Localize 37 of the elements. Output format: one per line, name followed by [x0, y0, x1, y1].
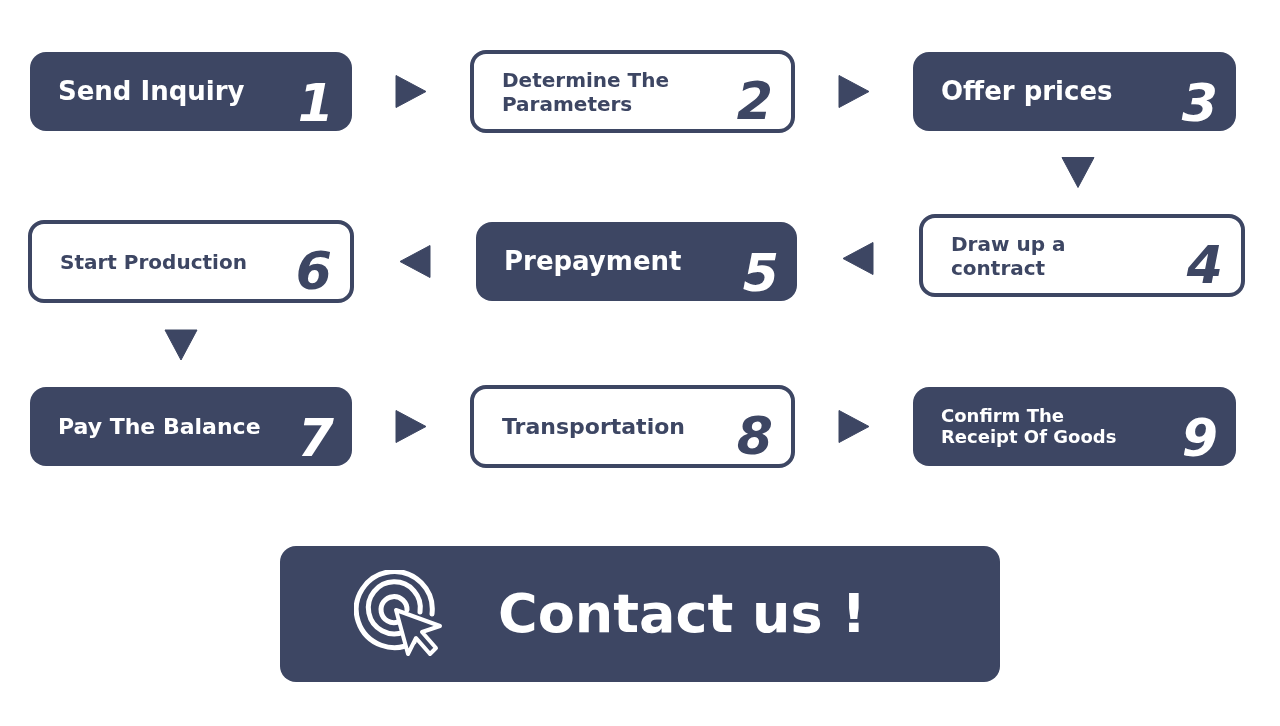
step-box [30, 52, 352, 131]
step-label: Prepayment [504, 245, 682, 278]
arrow [164, 329, 198, 361]
step-number: 8 [736, 410, 774, 462]
step-number: 3 [1181, 77, 1219, 129]
step-label: Offer prices [941, 75, 1113, 108]
arrow [838, 410, 870, 443]
step-box [913, 52, 1236, 131]
step-number: 6 [295, 245, 333, 297]
step-number: 4 [1186, 239, 1224, 291]
step-box [30, 387, 352, 466]
arrow [399, 245, 431, 278]
step-number: 5 [742, 247, 780, 299]
step-label: Start Production [60, 249, 247, 274]
arrow [395, 410, 427, 443]
step-box [470, 385, 795, 468]
step-box [470, 50, 795, 133]
step-box [913, 387, 1236, 466]
arrow [395, 75, 427, 108]
step-label: Determine The Parameters [502, 67, 671, 116]
step-number: 2 [736, 75, 774, 127]
button-label: Contact us ! [498, 581, 867, 647]
step-label: Pay The Balance [58, 413, 261, 440]
arrow [838, 75, 870, 108]
step-number: 9 [1181, 412, 1219, 464]
step-label: Send Inquiry [58, 75, 245, 108]
contact-button [280, 546, 1000, 682]
step-number: 1 [297, 77, 335, 129]
step-box [476, 222, 797, 301]
step-box [28, 220, 354, 303]
step-label: Draw up a contract [951, 231, 1067, 280]
step-number: 7 [297, 412, 335, 464]
step-label: Confirm The Receipt Of Goods [941, 404, 1118, 449]
step-box [919, 214, 1245, 297]
arrow [842, 242, 874, 275]
arrow [1061, 157, 1095, 188]
step-label: Transportation [502, 413, 685, 440]
